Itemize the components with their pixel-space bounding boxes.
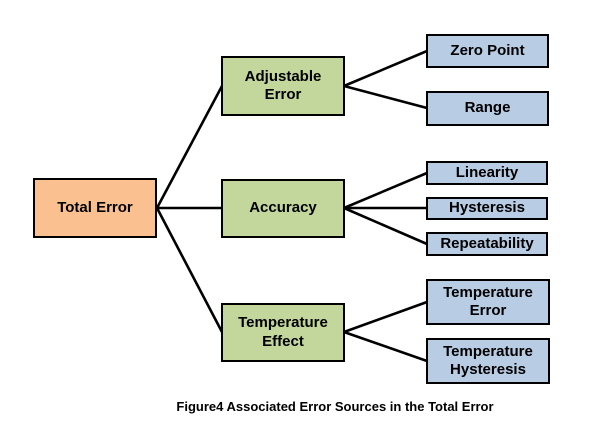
connector-line (343, 300, 428, 334)
connector-line (155, 85, 224, 209)
node-linearity: Linearity (426, 161, 548, 185)
node-adjustable-error: Adjustable Error (221, 56, 345, 116)
node-hysteresis: Hysteresis (426, 197, 548, 220)
connector-line (343, 330, 428, 363)
node-temperature-hysteresis: Temperature Hysteresis (426, 338, 550, 384)
node-range: Range (426, 91, 549, 126)
connector-line (343, 171, 428, 210)
node-temperature-error: Temperature Error (426, 279, 550, 325)
connector-line (343, 206, 428, 246)
node-temperature-effect: Temperature Effect (221, 303, 345, 362)
node-repeatability: Repeatability (426, 232, 548, 256)
node-zero-point: Zero Point (426, 34, 549, 68)
node-total-error: Total Error (33, 178, 157, 238)
node-accuracy: Accuracy (221, 179, 345, 238)
connector-line (343, 84, 428, 110)
connector-line (343, 49, 428, 88)
connector-line (155, 207, 224, 333)
figure-caption: Figure4 Associated Error Sources in the … (176, 399, 494, 414)
